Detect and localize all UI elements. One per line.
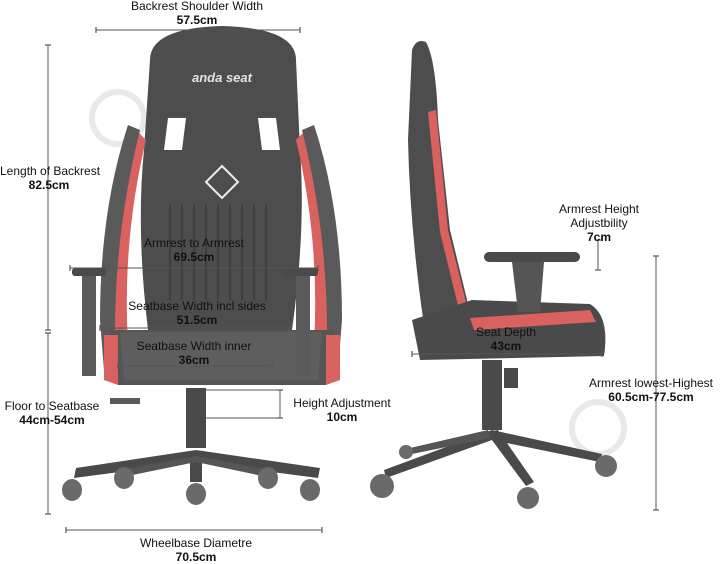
seatbase-inner-label: Seatbase Width inner 36cm xyxy=(118,339,270,367)
watermark-logo-right xyxy=(569,399,627,457)
seatbase-inner-name: Seatbase Width inner xyxy=(136,339,252,353)
height-adjust-value: 10cm xyxy=(326,410,358,424)
side-chair xyxy=(370,41,617,509)
watermark-logo-left xyxy=(89,89,147,147)
armrest-height-adj-label: Armrest Height Adjustbility 7cm xyxy=(544,202,654,244)
wheelbase-value: 70.5cm xyxy=(175,550,217,564)
armrest-to-armrest-name: Armrest to Armrest xyxy=(143,236,244,250)
armrest-range-name: Armrest lowest-Highest xyxy=(588,376,714,390)
wheelbase-label: Wheelbase Diametre 70.5cm xyxy=(126,536,266,564)
armrest-range-value: 60.5cm-77.5cm xyxy=(608,390,694,404)
seat-depth-value: 43cm xyxy=(490,339,522,353)
height-adjust-label: Height Adjustment 10cm xyxy=(290,396,394,424)
backrest-length-label: Length of Backrest 82.5cm xyxy=(0,164,101,192)
armrest-height-adj-name2: Adjustbility xyxy=(570,216,628,230)
backrest-width-name: Backrest Shoulder Width xyxy=(130,0,264,13)
seatbase-inner-value: 36cm xyxy=(178,353,210,367)
seatbase-sides-value: 51.5cm xyxy=(176,313,218,327)
floor-to-seat-label: Floor to Seatbase 44cm-54cm xyxy=(0,399,104,427)
seatbase-sides-label: Seatbase Width incl sides 51.5cm xyxy=(112,299,282,327)
seat-depth-label: Seat Depth 43cm xyxy=(460,325,552,353)
dimension-lines xyxy=(45,27,659,533)
height-adjust-name: Height Adjustment xyxy=(293,396,391,410)
backrest-length-name: Length of Backrest xyxy=(0,164,101,178)
backrest-width-label: Backrest Shoulder Width 57.5cm xyxy=(102,0,292,27)
seatbase-sides-name: Seatbase Width incl sides xyxy=(128,299,266,313)
brand-logo: anda seat xyxy=(192,70,252,85)
floor-to-seat-name: Floor to Seatbase xyxy=(4,399,100,413)
armrest-height-adj-value: 7cm xyxy=(586,230,612,244)
armrest-to-armrest-label: Armrest to Armrest 69.5cm xyxy=(124,236,264,264)
armrest-height-adj-name1: Armrest Height xyxy=(558,202,640,216)
seat-depth-name: Seat Depth xyxy=(475,325,537,339)
armrest-to-armrest-value: 69.5cm xyxy=(173,250,215,264)
backrest-width-value: 57.5cm xyxy=(176,13,218,27)
armrest-range-label: Armrest lowest-Highest 60.5cm-77.5cm xyxy=(582,376,720,404)
floor-to-seat-value: 44cm-54cm xyxy=(19,413,85,427)
wheelbase-name: Wheelbase Diametre xyxy=(139,536,253,550)
backrest-length-value: 82.5cm xyxy=(28,178,70,192)
